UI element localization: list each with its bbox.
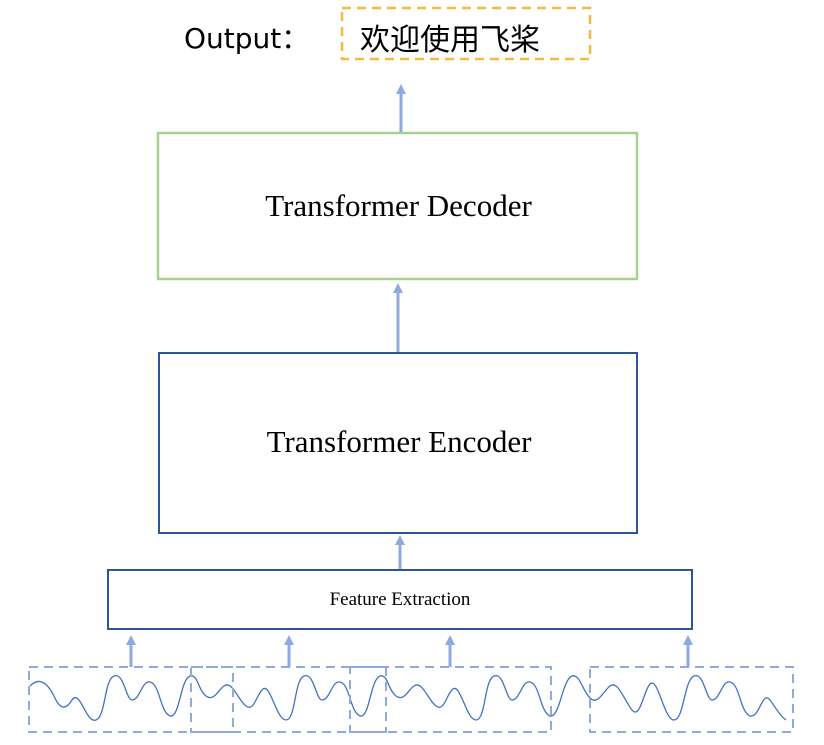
transformer-decoder-label: Transformer Decoder — [265, 188, 532, 223]
audio-waveform — [29, 675, 787, 721]
output-text-box — [340, 6, 592, 61]
feature-extraction-box — [107, 569, 693, 630]
audio-frame-2 — [190, 666, 387, 733]
transformer-decoder-box — [156, 131, 639, 281]
feature-extraction-label: Feature Extraction — [329, 589, 471, 610]
output-label: Output： — [184, 22, 310, 55]
audio-frame-4 — [589, 666, 794, 733]
audio-frame-3 — [349, 666, 552, 733]
transformer-encoder-box — [158, 352, 638, 534]
output-text: 欢迎使用飞桨 — [360, 23, 540, 58]
transformer-encoder-label: Transformer Encoder — [266, 424, 532, 459]
